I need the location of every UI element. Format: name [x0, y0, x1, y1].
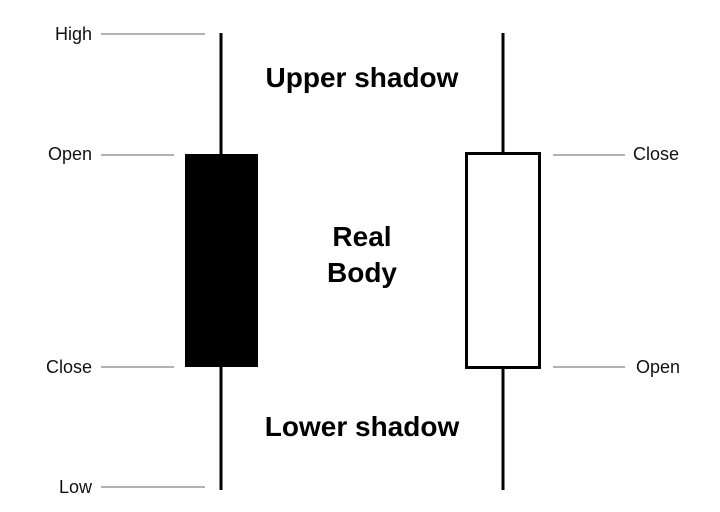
label-open-right: Open [636, 357, 681, 377]
upper-shadow-label: Upper shadow [265, 62, 459, 93]
label-close-right: Close [633, 144, 680, 164]
bullish-real-body [465, 152, 541, 369]
label-open-left: Open [47, 144, 92, 164]
real-body-label-line1: Real [332, 221, 392, 252]
label-low: Low [58, 477, 92, 497]
lower-shadow-label: Lower shadow [264, 411, 460, 442]
label-close-left: Close [45, 357, 92, 377]
label-high: High [54, 24, 92, 44]
real-body-label-line2: Body [327, 257, 397, 288]
bearish-real-body [185, 154, 258, 367]
